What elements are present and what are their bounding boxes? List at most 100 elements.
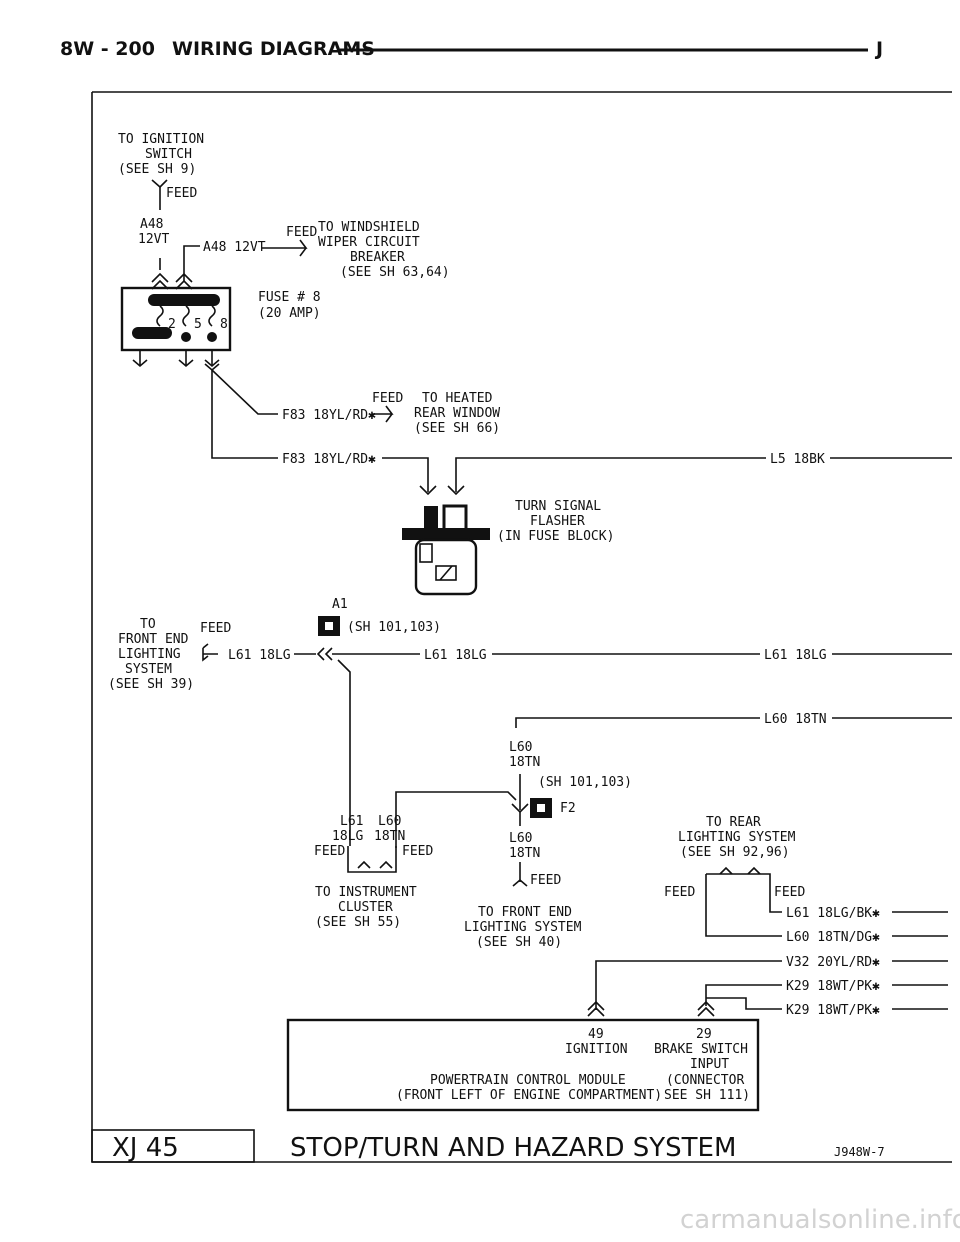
cluster-connector-b: [379, 860, 393, 869]
l60-right-label: L60 18TN: [764, 712, 827, 727]
pcm-brake-label: BRAKE SWITCH: [654, 1042, 748, 1057]
k29b-wire: [706, 997, 782, 1010]
a1-label: A1: [332, 597, 348, 612]
rear-l61-wire: [769, 886, 782, 913]
cluster-feed-right: FEED: [402, 844, 433, 859]
svg-text:(SEE SH 66): (SEE SH 66): [414, 421, 500, 436]
fuse-bus-bar: [148, 294, 220, 306]
footer-code: J948W-7: [834, 1145, 885, 1159]
pcm-name-label: POWERTRAIN CONTROL MODULE: [430, 1073, 626, 1088]
cluster-connector-wire: [347, 846, 397, 873]
cluster-l61-label: L61: [340, 814, 363, 829]
fuse-input-connector-right: [175, 272, 193, 290]
page-number: 8W - 200: [60, 38, 155, 60]
pcm-location-label: (FRONT LEFT OF ENGINE COMPARTMENT): [396, 1088, 662, 1103]
f83-heated-wire: [211, 369, 278, 415]
wiper-circuit-label: TO WINDSHIELD WIPER CIRCUIT BREAKER (SEE…: [318, 220, 450, 280]
l61-right-label: L61 18LG: [764, 648, 827, 663]
f2-wire-label: L60: [509, 831, 532, 846]
svg-text:SWITCH: SWITCH: [145, 147, 192, 162]
wiper-feed-label: FEED: [286, 225, 317, 240]
fuse-5-label: 5: [194, 317, 202, 332]
f2-wire-gauge: 18TN: [509, 846, 540, 861]
k29-wire: [705, 984, 782, 1006]
f2-reference: (SH 101,103): [538, 775, 632, 790]
footer-title: STOP/TURN AND HAZARD SYSTEM: [290, 1133, 736, 1163]
a48-gauge: 12VT: [138, 232, 169, 247]
fuse-2-label: 2: [168, 317, 176, 332]
ignition-feed-label: FEED: [166, 186, 197, 201]
svg-text:FRONT END: FRONT END: [118, 632, 189, 647]
svg-text:(SEE SH 40): (SEE SH 40): [476, 935, 562, 950]
f2-feed-label: FEED: [530, 873, 561, 888]
f83-main-label: F83 18YL/RD✱: [282, 452, 376, 467]
svg-text:(SEE SH 55): (SEE SH 55): [315, 915, 401, 930]
a1-splice-icon-hole: [325, 622, 333, 630]
pcm-pin29-connector: [697, 1000, 715, 1017]
fuse-8-label: 8: [220, 317, 228, 332]
rear-connector-marks: [719, 866, 761, 875]
svg-text:TO HEATED: TO HEATED: [422, 391, 493, 406]
svg-text:TO REAR: TO REAR: [706, 815, 761, 830]
powertrain-control-module: [286, 1018, 760, 1112]
front-lighting-feed-label: FEED: [200, 621, 231, 636]
pcm-pin49-label: 49: [588, 1027, 604, 1042]
wiper-wire: [262, 239, 308, 249]
front-end-lighting-label: TO FRONT END LIGHTING SYSTEM (SEE SH 40): [464, 905, 582, 950]
fuse-5-element: [182, 305, 190, 327]
turn-signal-flasher: [402, 504, 490, 596]
l60-vertical-gauge: 18TN: [509, 755, 540, 770]
footer-model: XJ 45: [112, 1133, 179, 1163]
svg-text:BREAKER: BREAKER: [350, 250, 405, 265]
pcm-pin29-label: 29: [696, 1027, 712, 1042]
a1-splice-connector: [316, 647, 333, 661]
svg-text:TO: TO: [140, 617, 156, 632]
a48-branch-wire: [183, 245, 200, 282]
watermark: carmanualsonline.info: [680, 1205, 960, 1235]
fuse-output-5-arrow: [178, 359, 194, 368]
pcm-ignition-label: IGNITION: [565, 1042, 628, 1057]
svg-text:L61 18LG/BK✱: L61 18LG/BK✱: [786, 906, 880, 921]
svg-text:K29 18WT/PK✱: K29 18WT/PK✱: [786, 1003, 880, 1018]
svg-text:(SEE SH 39): (SEE SH 39): [108, 677, 194, 692]
a48-label: A48: [140, 217, 163, 232]
fuse-5-terminal: [181, 332, 191, 342]
rear-lighting-label: TO REAR LIGHTING SYSTEM (SEE SH 92,96): [678, 815, 796, 860]
pcm-brake-input-label: INPUT: [690, 1057, 729, 1072]
fuse-8-terminal: [207, 332, 217, 342]
svg-text:REAR WINDOW: REAR WINDOW: [414, 406, 500, 421]
svg-text:LIGHTING SYSTEM: LIGHTING SYSTEM: [464, 920, 582, 935]
rear-feed-right: FEED: [774, 885, 805, 900]
rear-connector-top: [706, 873, 771, 886]
rear-l60-wire: [705, 874, 782, 937]
header-letter: J: [874, 38, 883, 60]
svg-text:(IN FUSE BLOCK): (IN FUSE BLOCK): [497, 529, 614, 544]
turn-signal-flasher-label: TURN SIGNAL FLASHER (IN FUSE BLOCK): [497, 499, 614, 544]
svg-text:K29 18WT/PK✱: K29 18WT/PK✱: [786, 979, 880, 994]
l60-vertical-label: L60: [509, 740, 532, 755]
svg-text:(SEE SH 92,96): (SEE SH 92,96): [680, 845, 790, 860]
svg-text:TURN SIGNAL: TURN SIGNAL: [515, 499, 601, 514]
svg-text:SYSTEM: SYSTEM: [125, 662, 172, 677]
svg-text:LIGHTING: LIGHTING: [118, 647, 181, 662]
l5-label: L5 18BK: [770, 452, 825, 467]
svg-text:TO FRONT END: TO FRONT END: [478, 905, 572, 920]
svg-text:(SEE SH 9): (SEE SH 9): [118, 162, 196, 177]
a1-reference: (SH 101,103): [347, 620, 441, 635]
ignition-connector-symbol: [151, 179, 168, 189]
fuse-number-label: FUSE # 8: [258, 290, 321, 305]
svg-text:(SEE SH 63,64): (SEE SH 63,64): [340, 265, 450, 280]
right-wire-labels: L61 18LG/BK✱ L60 18TN/DG✱ V32 20YL/RD✱ K…: [786, 906, 880, 1018]
wiper-connector: [299, 247, 307, 257]
svg-text:WIPER CIRCUIT: WIPER CIRCUIT: [318, 235, 420, 250]
flasher-in-arrow: [419, 485, 437, 496]
pcm-pin49-connector: [587, 1000, 605, 1017]
svg-text:CLUSTER: CLUSTER: [338, 900, 393, 915]
svg-text:LIGHTING SYSTEM: LIGHTING SYSTEM: [678, 830, 796, 845]
fuse-2-element: [156, 305, 164, 327]
cluster-connector-a: [357, 860, 371, 869]
fuse-block: [120, 286, 232, 352]
fuse-8-element: [208, 305, 216, 327]
f2-splice-icon-hole: [537, 804, 545, 812]
